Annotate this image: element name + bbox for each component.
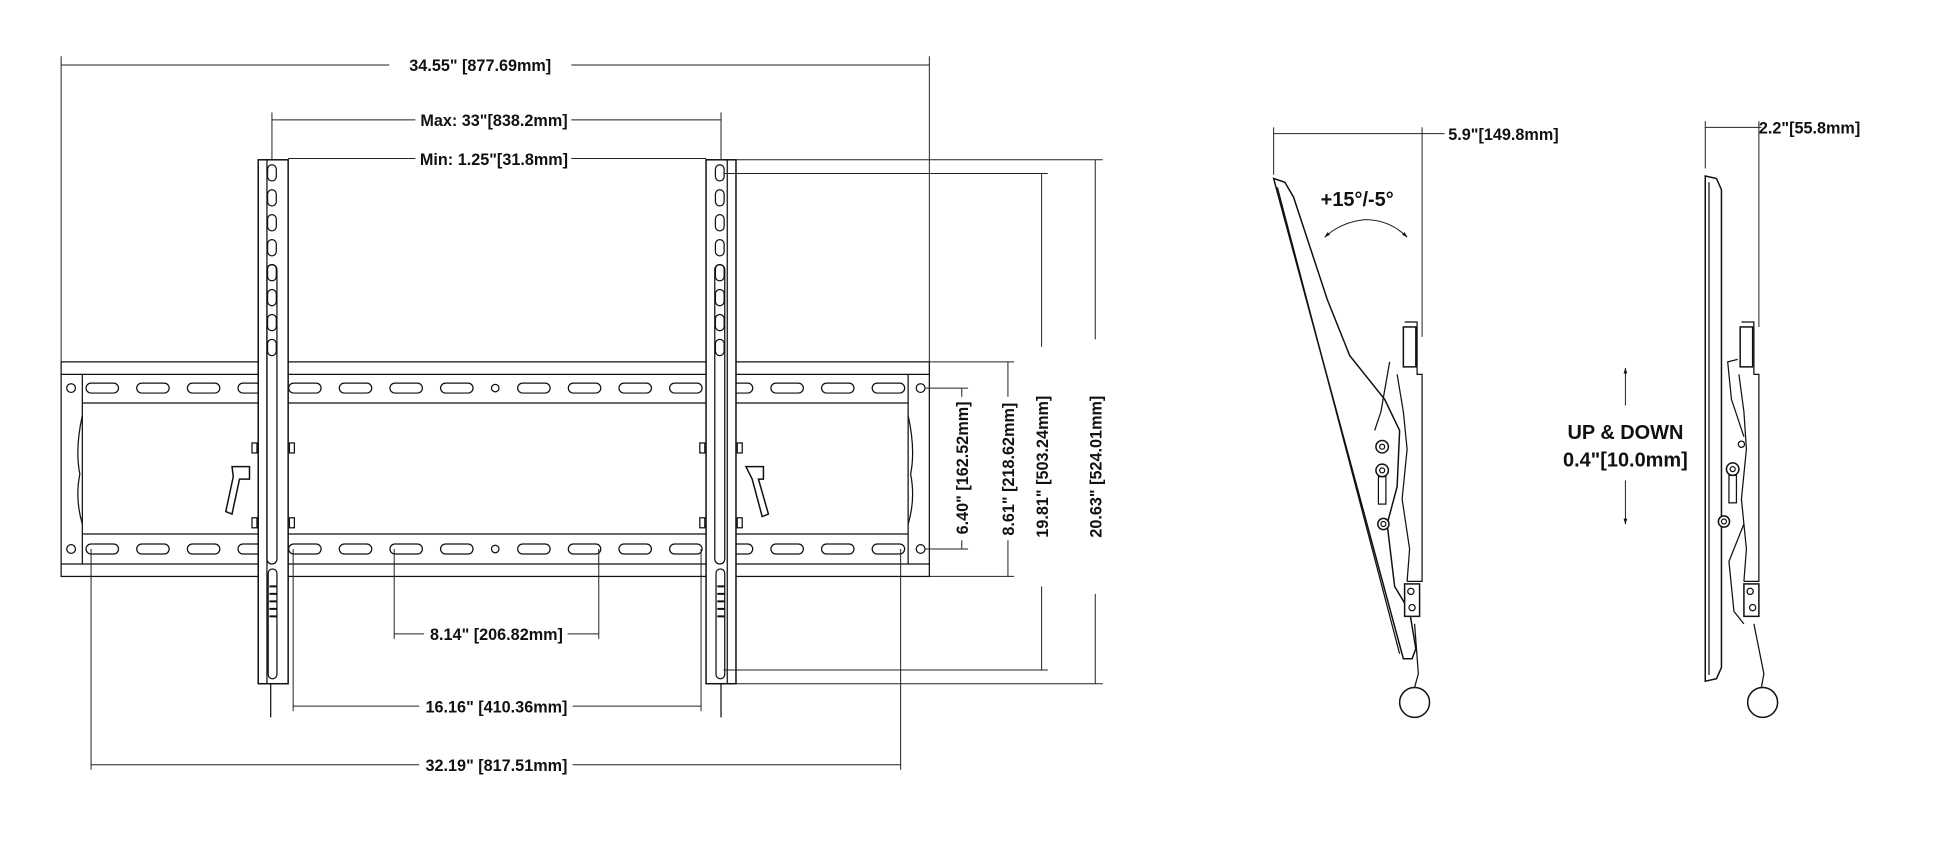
rail-hole-spacing-label: 6.40" [162.52mm] xyxy=(954,401,972,534)
rail-slot xyxy=(770,382,804,394)
rail-slot xyxy=(618,382,653,394)
slot-span-label: 32.19" [817.51mm] xyxy=(426,757,568,775)
rail-slot xyxy=(668,543,703,555)
rail-slot xyxy=(517,382,551,394)
tilt-arc-arrow xyxy=(1324,219,1408,238)
rail-slot xyxy=(85,543,120,555)
rail-slot xyxy=(338,382,373,394)
pull-ring xyxy=(1746,686,1779,719)
bracket-spacing-label: 16.16" [410.36mm] xyxy=(426,698,568,716)
rail-slot xyxy=(567,382,602,394)
tilted-tv-plate xyxy=(1272,177,1417,660)
right-tv-bracket xyxy=(699,159,770,718)
overall-width-label: 34.55" [877.69mm] xyxy=(409,57,551,75)
slot-spacing-small-label: 8.14" [206.82mm] xyxy=(430,626,563,644)
rail-slot xyxy=(820,543,855,555)
rail-slot xyxy=(288,382,322,394)
bracket-hole xyxy=(266,214,277,232)
wall-rail xyxy=(60,361,930,578)
rail-slot xyxy=(871,543,906,555)
rail-slot xyxy=(85,382,120,394)
rail-slot xyxy=(567,543,602,555)
bracket-hole xyxy=(266,164,277,182)
rail-slot xyxy=(668,382,703,394)
rail-slot xyxy=(439,543,474,555)
tilt-depth-label: 5.9"[149.8mm] xyxy=(1448,126,1558,144)
rail-slot xyxy=(338,543,373,555)
right-lever-handle xyxy=(744,465,770,518)
bracket-hole xyxy=(714,164,725,182)
rail-slot xyxy=(618,543,653,555)
rail-slot xyxy=(136,543,170,555)
bracket-hole xyxy=(266,288,277,307)
bracket-hole xyxy=(266,313,277,332)
flat-depth-label: 2.2"[55.8mm] xyxy=(1759,120,1860,138)
rail-slot xyxy=(820,382,855,394)
rail-slot xyxy=(871,382,906,394)
front-dimensions: 34.55" [877.69mm] Max: 33"[838.2mm] Min:… xyxy=(60,56,1105,775)
rail-center-hole xyxy=(490,383,500,393)
flat-tv-plate xyxy=(1704,175,1723,683)
adjust-title: UP & DOWN xyxy=(1567,422,1683,444)
rail-slot xyxy=(770,543,804,555)
rail-slot xyxy=(389,382,424,394)
rail-slot xyxy=(517,543,551,555)
rail-slot xyxy=(439,382,474,394)
bracket-hole xyxy=(266,338,277,357)
bracket-hole xyxy=(714,239,725,257)
bracket-hole xyxy=(714,214,725,232)
rail-height-label: 8.61" [218.62mm] xyxy=(1000,403,1018,536)
left-lever-handle xyxy=(224,465,251,516)
rail-center-hole xyxy=(490,544,500,554)
side-view-flat: 2.2"[55.8mm] UP & DOWN 0.4"[10.0mm] xyxy=(1563,120,1860,719)
min-spacing-label: Min: 1.25"[31.8mm] xyxy=(420,151,568,169)
front-view: 34.55" [877.69mm] Max: 33"[838.2mm] Min:… xyxy=(60,56,1105,775)
tilt-range-label: +15°/-5° xyxy=(1321,189,1394,211)
rail-slot xyxy=(389,543,424,555)
side-view-tilt: 5.9"[149.8mm] +15°/-5° xyxy=(1272,126,1559,719)
bracket-hole xyxy=(266,189,277,207)
pull-ring xyxy=(1398,686,1431,719)
rail-slot xyxy=(186,382,221,394)
rail-slot xyxy=(136,382,170,394)
bracket-hole xyxy=(266,239,277,257)
bracket-hole xyxy=(714,189,725,207)
left-tv-bracket xyxy=(224,159,296,718)
bracket-slot-span-label: 19.81" [503.24mm] xyxy=(1034,396,1052,538)
overall-height-label: 20.63" [524.01mm] xyxy=(1087,396,1105,538)
adjust-value: 0.4"[10.0mm] xyxy=(1563,450,1688,472)
max-spacing-label: Max: 33"[838.2mm] xyxy=(420,112,567,130)
rail-slot xyxy=(186,543,221,555)
